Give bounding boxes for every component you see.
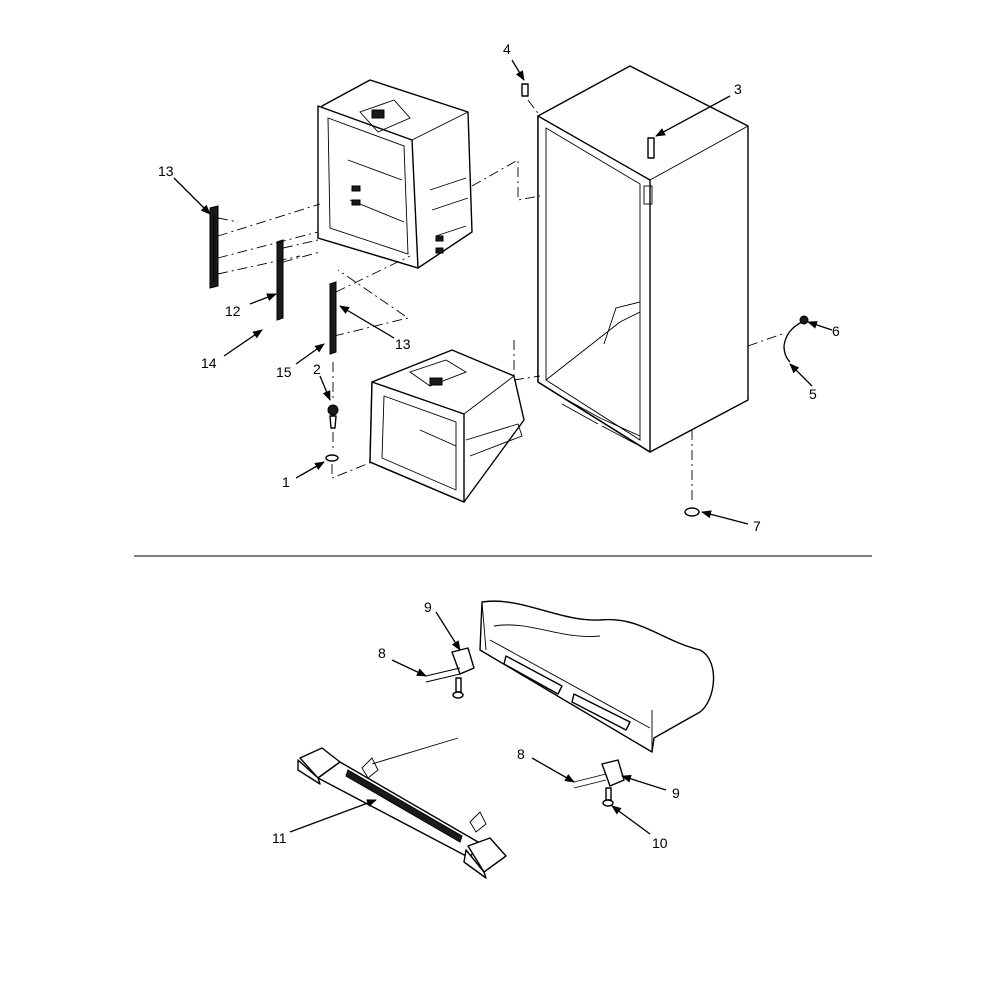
callout-8-left: 8 <box>378 645 386 661</box>
callout-leaders <box>173 59 833 835</box>
callout-2: 2 <box>313 361 321 377</box>
part-1-washer <box>325 454 339 462</box>
part-3-plug <box>647 137 655 159</box>
part-5-tube <box>783 321 803 363</box>
callout-8-right: 8 <box>517 746 525 762</box>
rail-13-left <box>209 205 219 289</box>
part-7-cap <box>684 507 700 517</box>
callout-9-left: 9 <box>424 599 432 615</box>
callout-15: 15 <box>276 364 292 380</box>
upper-liner <box>317 79 473 269</box>
callout-3: 3 <box>734 81 742 97</box>
callout-7: 7 <box>753 518 761 534</box>
callout-1: 1 <box>282 474 290 490</box>
callout-10: 10 <box>652 835 668 851</box>
cabinet-bottom-cutaway <box>479 600 715 753</box>
callout-6: 6 <box>832 323 840 339</box>
hinge-right <box>573 759 625 807</box>
callout-13-mid: 13 <box>395 336 411 352</box>
callout-5: 5 <box>809 386 817 402</box>
callout-9-right: 9 <box>672 785 680 801</box>
base-grille <box>297 737 507 879</box>
rail-12 <box>276 239 284 321</box>
callout-labels: 1 2 3 4 5 6 7 8 8 9 9 10 11 12 13 13 14 … <box>158 41 840 851</box>
lower-liner <box>369 349 525 503</box>
hinge-left <box>425 647 475 699</box>
part-2-fastener <box>327 404 339 429</box>
callout-12: 12 <box>225 303 241 319</box>
cabinet <box>537 65 749 453</box>
assembly-lines <box>217 99 783 504</box>
callout-14: 14 <box>201 355 217 371</box>
callout-4: 4 <box>503 41 511 57</box>
callout-13-top: 13 <box>158 163 174 179</box>
callout-11: 11 <box>272 830 287 846</box>
part-6-clip <box>799 315 809 325</box>
part-4-screw <box>521 83 529 97</box>
rail-15 <box>329 281 337 355</box>
